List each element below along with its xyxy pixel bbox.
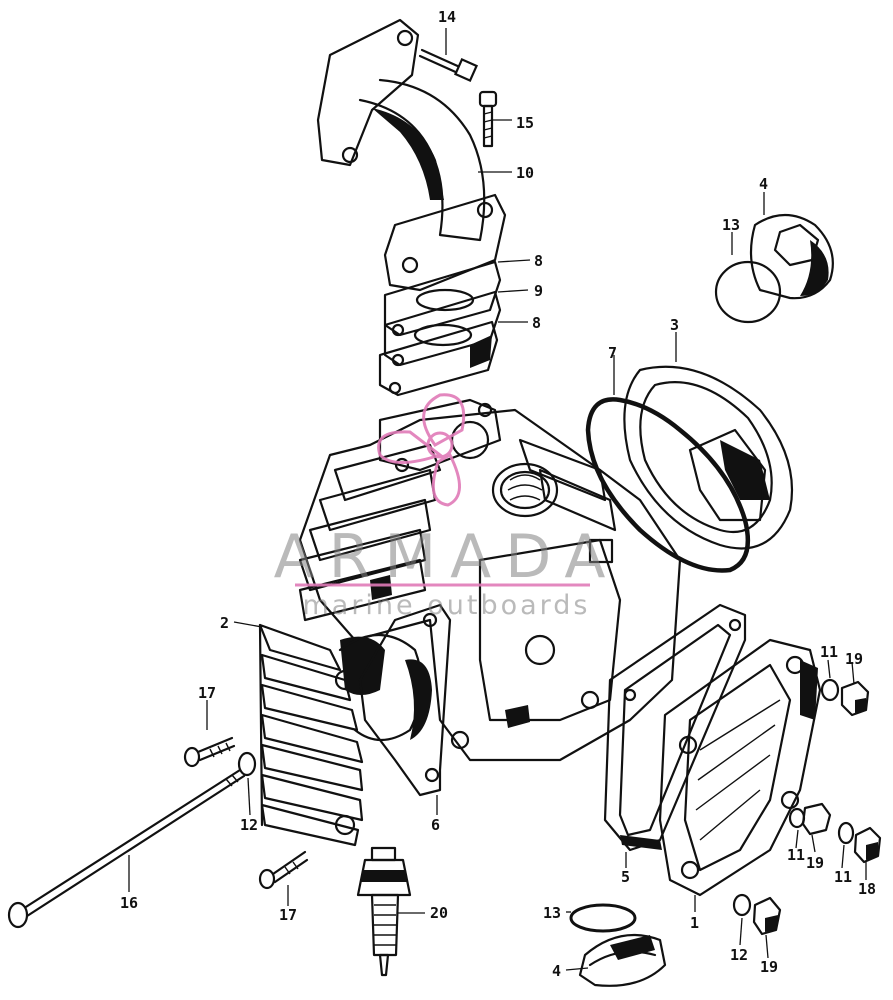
label-part-1: 1 [690, 914, 699, 932]
label-part-2: 2 [220, 614, 229, 632]
cylinder-2 [258, 623, 423, 847]
washer-12-bottom [732, 893, 752, 917]
label-part-5: 5 [621, 868, 630, 886]
intake-gasket-stack [378, 260, 502, 397]
oil-cap-bottom [569, 903, 667, 987]
label-part-16: 16 [120, 894, 138, 912]
label-part-3: 3 [670, 316, 679, 334]
brand-logo-mark [295, 393, 590, 587]
oil-cap-top [714, 214, 834, 324]
cam-cover-3 [623, 365, 794, 550]
washer-11-right [837, 821, 855, 845]
nut-18 [853, 826, 882, 864]
spark-plug-20 [356, 846, 412, 977]
label-part-14: 14 [438, 8, 456, 26]
label-part-17-upper: 17 [198, 684, 216, 702]
label-part-4-bottom: 4 [552, 962, 561, 980]
label-part-11-right: 11 [834, 868, 852, 886]
base-gasket-6 [358, 603, 452, 797]
label-part-20: 20 [430, 904, 448, 922]
label-part-17-lower: 17 [279, 906, 297, 924]
cap-nut-19-top [840, 680, 870, 717]
cap-nut-19-mid [788, 802, 832, 836]
label-part-8-upper: 8 [534, 252, 543, 270]
stud-bolt-16 [7, 768, 246, 929]
label-part-10: 10 [516, 164, 534, 182]
label-part-19-bottom: 19 [760, 958, 778, 976]
cap-nut-19-bottom [752, 896, 782, 936]
washer-12-left [237, 751, 257, 777]
label-part-12-bottom: 12 [730, 946, 748, 964]
bolt-17-lower [258, 850, 309, 890]
label-part-12-left: 12 [240, 816, 258, 834]
part-labels: 14 15 10 8 9 8 4 13 3 7 2 17 12 16 17 6 … [120, 8, 876, 980]
label-part-18: 18 [858, 880, 876, 898]
intake-pipe [316, 18, 507, 292]
label-part-15: 15 [516, 114, 534, 132]
bolt-17-upper [183, 736, 236, 768]
label-part-9: 9 [534, 282, 543, 300]
label-part-13-top: 13 [722, 216, 740, 234]
label-part-4-top: 4 [759, 175, 768, 193]
label-part-19-mid: 19 [806, 854, 824, 872]
cylinder-head [298, 398, 682, 762]
label-part-11-top: 11 [820, 643, 838, 661]
label-part-11-mid: 11 [787, 846, 805, 864]
label-part-7: 7 [608, 344, 617, 362]
label-part-6: 6 [431, 816, 440, 834]
side-gasket-5 [603, 603, 747, 852]
bolt-14 [418, 48, 479, 83]
bolt-15 [478, 90, 498, 148]
side-cover-1 [658, 638, 822, 897]
label-part-19-top: 19 [845, 650, 863, 668]
o-ring-7 [585, 397, 751, 573]
label-part-13-bottom: 13 [543, 904, 561, 922]
label-part-8-lower: 8 [532, 314, 541, 332]
washer-11-top [820, 678, 840, 702]
leader-lines [128, 28, 867, 971]
